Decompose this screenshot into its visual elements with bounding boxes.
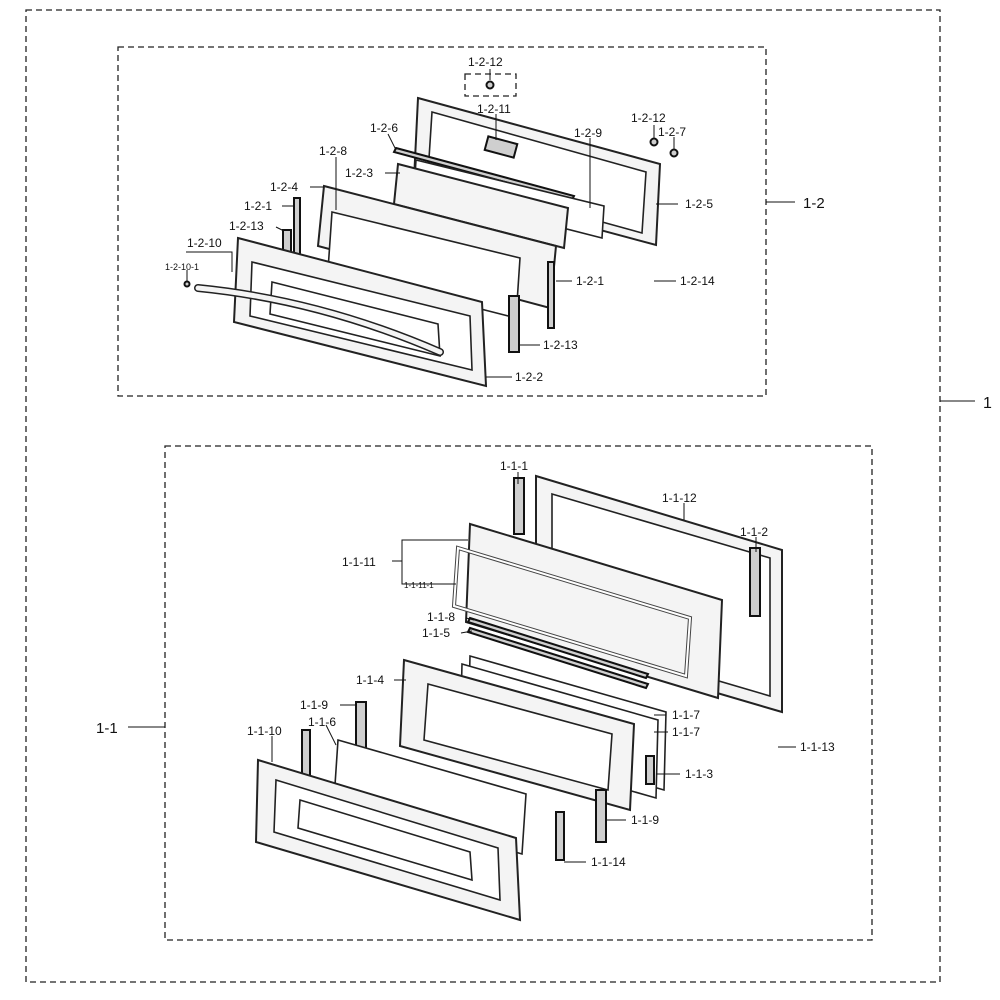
part-1-1-3 [645,755,655,785]
callout-1-1-13: 1-1-13 [800,740,835,754]
subassembly-label-upper: 1-2 [803,195,825,212]
hinge-1-2-1-left [293,197,301,257]
callout-1-1-7-b: 1-1-7 [672,725,700,739]
callout-1-1-4: 1-1-4 [356,673,384,687]
callout-1-2-12-detail: 1-2-12 [468,55,503,69]
callout-1-2-5: 1-2-5 [685,197,713,211]
subassembly-1-2-boundary [117,46,767,397]
callout-1-2-7: 1-2-7 [658,125,686,139]
subassembly-1-1-boundary [164,445,873,941]
callout-1-2-10-1: 1-2-10-1 [165,262,199,272]
handle-1-2-10-fill [195,285,443,355]
callout-1-1-7-a: 1-1-7 [672,708,700,722]
callout-1-2-4: 1-2-4 [270,180,298,194]
bracket-1-1-14 [555,811,565,861]
upper-callouts: 1-2-12 1-2-11 1-2-12 1-2-7 1-2-6 1-2-9 1… [165,55,715,384]
callout-1-1-2: 1-1-2 [740,525,768,539]
frame-1-1-11 [464,522,724,700]
callout-1-2-14: 1-2-14 [680,274,715,288]
lower-callouts: 1-1-1 1-1-12 1-1-2 1-1-11 1-1-11-1 1-1-8… [247,459,835,869]
lower-door-parts [254,474,783,922]
strip-1-1-8 [466,616,650,680]
callout-1-1-9-right: 1-1-9 [631,813,659,827]
hinge-1-2-1-right [547,261,555,329]
spring-1-2-13-right [508,295,520,353]
frame-1-2-3 [392,162,570,250]
assembly-label: 1 [983,395,992,412]
callout-1-1-12: 1-1-12 [662,491,697,505]
hinge-1-1-2 [749,547,761,617]
screw-1-2-12-detail [485,80,495,90]
callout-1-1-11: 1-1-11 [342,555,376,569]
screw-1-2-10-1 [183,280,191,288]
callout-1-1-6: 1-1-6 [308,715,336,729]
callout-1-2-8: 1-2-8 [319,144,347,158]
callout-1-2-12: 1-2-12 [631,111,666,125]
hinge-post-left [301,729,311,777]
callout-1-1-8: 1-1-8 [427,610,455,624]
callout-1-2-13-right: 1-2-13 [543,338,578,352]
assembly-1-boundary [25,9,941,983]
callout-1-1-3: 1-1-3 [685,767,713,781]
gasket-1-1-11-1-inner [452,546,692,678]
outer-door-1-1-10-inner-window [297,798,473,882]
callout-1-1-1: 1-1-1 [500,459,528,473]
callout-1-2-11: 1-2-11 [477,102,511,116]
hinge-1-1-1 [513,477,525,535]
callout-1-2-10: 1-2-10 [187,236,222,250]
screw-1-2-12 [649,137,659,147]
callout-1-2-3: 1-2-3 [345,166,373,180]
callout-1-2-9: 1-2-9 [574,126,602,140]
callout-1-2-1-left: 1-2-1 [244,199,272,213]
upper-drawer-parts [183,80,679,388]
lower-leaders [271,472,796,863]
spring-1-1-9-right [595,789,607,843]
screw-1-2-7 [669,148,679,158]
callout-1-1-10: 1-1-10 [247,724,282,738]
strip-1-1-5 [466,626,650,690]
callout-1-1-11-1: 1-1-11-1 [404,581,434,590]
callout-1-1-5: 1-1-5 [422,626,450,640]
part-1-2-11 [483,135,519,159]
callout-1-2-6: 1-2-6 [370,121,398,135]
callout-1-2-1-right: 1-2-1 [576,274,604,288]
callout-1-1-14: 1-1-14 [591,855,626,869]
callout-1-2-2: 1-2-2 [515,370,543,384]
inner-frame-window [423,682,613,792]
subassembly-label-lower: 1-1 [96,720,118,737]
callout-1-2-13-left: 1-2-13 [229,219,264,233]
upper-leaders [186,69,678,378]
callout-1-1-9-left: 1-1-9 [300,698,328,712]
